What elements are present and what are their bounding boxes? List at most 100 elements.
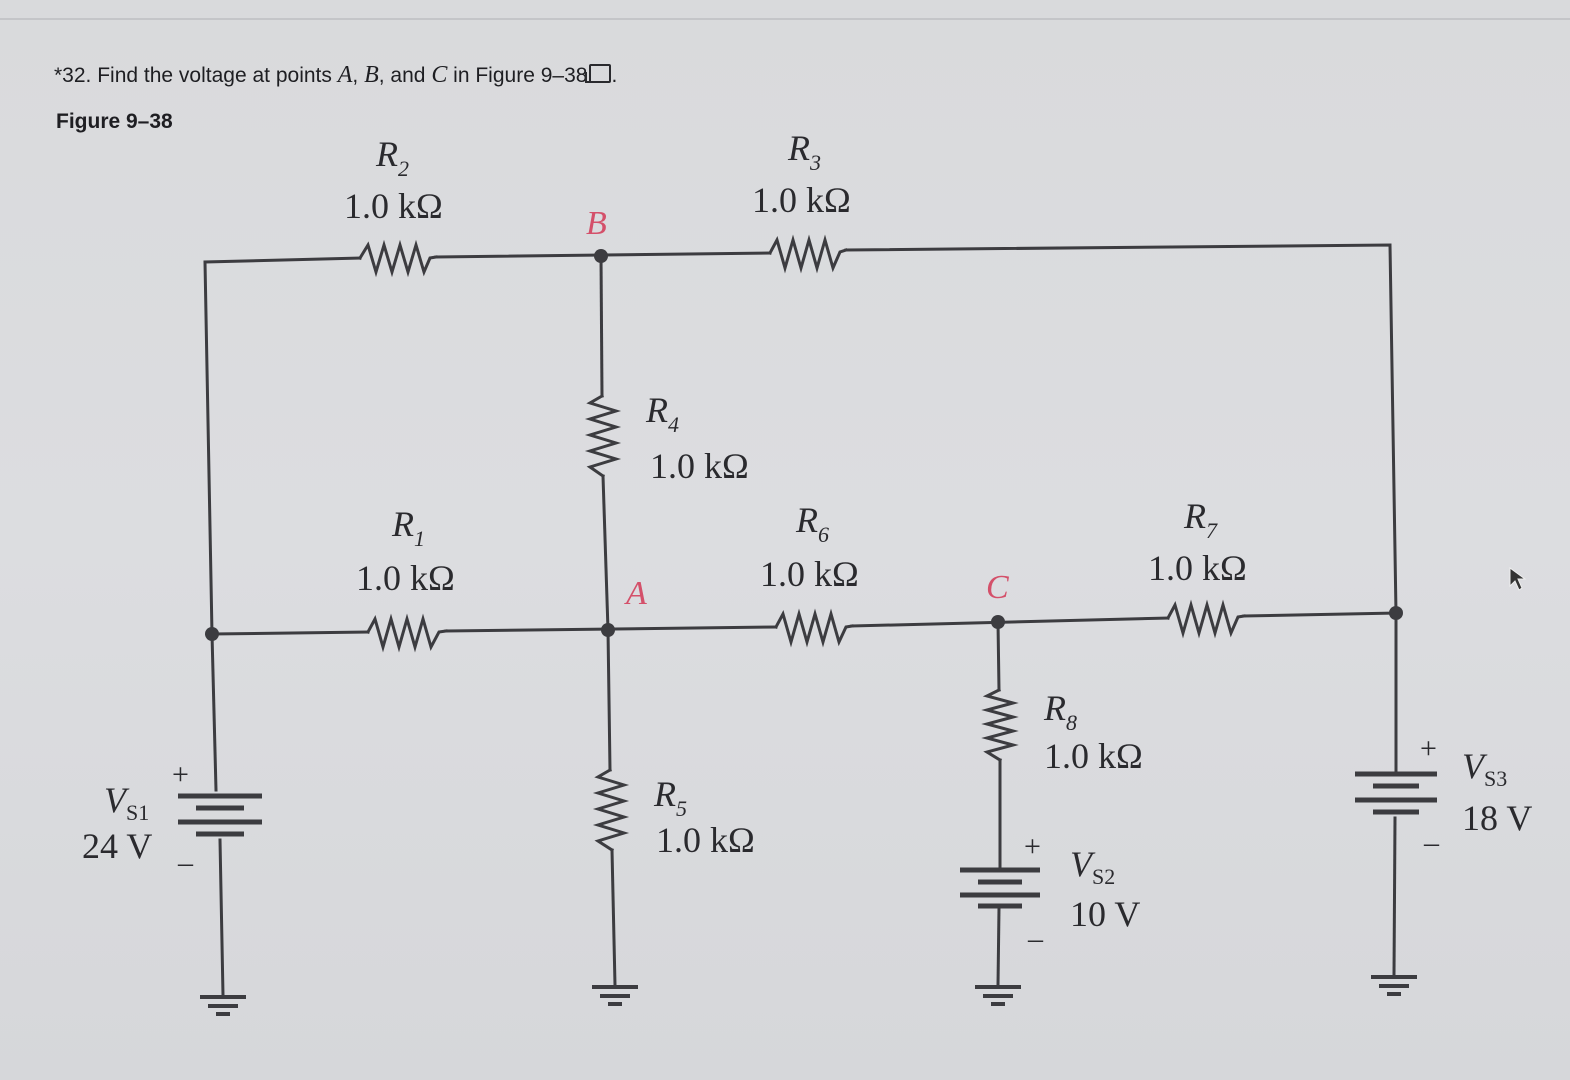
vs2-minus: – xyxy=(1027,922,1044,955)
vs2-value: 10 V xyxy=(1070,894,1140,934)
r3-subscript: 3 xyxy=(809,150,821,175)
junction-a xyxy=(601,623,615,637)
svg-text:R1: R1 xyxy=(391,504,425,551)
wire-r5-to-ground xyxy=(610,848,617,987)
r8-label: R8 1.0 kΩ xyxy=(1043,688,1143,776)
r3-label: R3 1.0 kΩ xyxy=(752,128,851,220)
svg-text:R8: R8 xyxy=(1043,688,1077,735)
r2-value: 1.0 kΩ xyxy=(344,186,443,226)
node-label-c: C xyxy=(986,569,1009,606)
question-text: *32. Find the voltage at points A, B, an… xyxy=(54,62,617,89)
resistor-r3-symbol xyxy=(767,234,848,274)
wire-vs2-bottom xyxy=(996,906,1001,987)
r8-value: 1.0 kΩ xyxy=(1044,736,1143,776)
r5-value: 1.0 kΩ xyxy=(656,820,755,860)
r1-name: R xyxy=(391,504,414,544)
question-point-b: B xyxy=(364,62,379,88)
vs2-plus: + xyxy=(1024,830,1041,863)
r5-subscript: 5 xyxy=(676,796,687,821)
svg-text:VS2: VS2 xyxy=(1070,844,1115,889)
vs2-name: V xyxy=(1070,844,1096,884)
svg-text:VS3: VS3 xyxy=(1462,746,1507,791)
junction-c xyxy=(991,615,1005,629)
resistor-r6-symbol xyxy=(773,608,854,648)
ground-vs3-icon xyxy=(1371,975,1417,996)
wire-r3-to-right xyxy=(844,243,1398,615)
wire-b-to-r4 xyxy=(599,254,604,398)
vs3-label: VS3 18 V + – xyxy=(1420,732,1532,859)
wire-vs1-top xyxy=(210,632,218,792)
wire-r4-to-a xyxy=(601,474,610,632)
question-point-a: A xyxy=(337,62,353,88)
node-label-a: A xyxy=(624,575,647,612)
svg-text:R6: R6 xyxy=(795,500,829,547)
wire-r6-to-r7 xyxy=(850,616,1170,628)
r6-subscript: 6 xyxy=(818,522,829,547)
r6-label: R6 1.0 kΩ xyxy=(760,500,859,594)
r2-name: R xyxy=(375,134,398,174)
r7-name: R xyxy=(1183,496,1206,536)
r7-label: R7 1.0 kΩ xyxy=(1148,496,1247,588)
ground-r5-icon xyxy=(592,985,638,1006)
resistor-r8-symbol xyxy=(981,687,1019,763)
question-point-c: C xyxy=(431,62,448,88)
r4-subscript: 4 xyxy=(668,412,679,437)
battery-vs3-symbol xyxy=(1355,771,1437,815)
vs1-value: 24 V xyxy=(82,826,152,866)
r1-value: 1.0 kΩ xyxy=(356,558,455,598)
r8-subscript: 8 xyxy=(1066,710,1077,735)
open-figure-icon[interactable] xyxy=(585,64,612,83)
ground-vs2-icon xyxy=(975,985,1021,1006)
question-separator: , xyxy=(352,64,359,87)
r6-value: 1.0 kΩ xyxy=(760,554,859,594)
vs3-name: V xyxy=(1462,746,1488,786)
r8-name: R xyxy=(1043,688,1066,728)
question-number: *32. xyxy=(54,64,92,87)
figure-label: Figure 9–38 xyxy=(56,110,173,133)
vs2-subscript: S2 xyxy=(1092,864,1115,889)
r3-name: R xyxy=(787,128,810,168)
vs1-label: VS1 24 V + – xyxy=(82,758,194,879)
r1-subscript: 1 xyxy=(414,526,425,551)
vs2-label: VS2 10 V + – xyxy=(1024,830,1140,955)
vs3-subscript: S3 xyxy=(1484,766,1507,791)
r2-label: R2 1.0 kΩ xyxy=(344,134,443,226)
vs3-value: 18 V xyxy=(1462,798,1532,838)
junction-right xyxy=(1389,606,1403,620)
junction-b xyxy=(594,249,608,263)
wire-vs3-bottom xyxy=(1392,816,1397,977)
vs1-plus: + xyxy=(172,758,189,791)
ground-vs1-icon xyxy=(200,995,246,1016)
resistor-r4-symbol xyxy=(584,393,622,479)
r4-name: R xyxy=(645,390,668,430)
r2-subscript: 2 xyxy=(398,156,409,181)
r4-value: 1.0 kΩ xyxy=(650,446,749,486)
r5-name: R xyxy=(653,774,676,814)
svg-text:VS1: VS1 xyxy=(104,780,149,825)
battery-vs1-symbol xyxy=(178,793,262,837)
r7-value: 1.0 kΩ xyxy=(1148,548,1247,588)
wire-vs1-bottom xyxy=(218,838,225,997)
node-label-b: B xyxy=(586,205,607,242)
vs3-minus: – xyxy=(1423,826,1440,859)
resistor-r5-symbol xyxy=(592,767,630,853)
svg-text:R5: R5 xyxy=(653,774,687,821)
vs3-plus: + xyxy=(1420,732,1437,765)
wire-r7-to-right xyxy=(1242,611,1398,618)
wire-a-to-r5 xyxy=(606,628,612,772)
wire-vs1-to-r1 xyxy=(210,630,370,636)
battery-vs2-symbol xyxy=(960,867,1040,909)
r1-label: R1 1.0 kΩ xyxy=(356,504,455,598)
svg-text:R3: R3 xyxy=(787,128,821,175)
r6-name: R xyxy=(795,500,818,540)
junction-vs1 xyxy=(205,627,219,641)
resistor-r1-symbol xyxy=(365,613,448,653)
r7-subscript: 7 xyxy=(1206,518,1218,543)
vs1-name: V xyxy=(104,780,130,820)
mouse-cursor-icon xyxy=(1509,567,1527,591)
r4-label: R4 1.0 kΩ xyxy=(645,390,749,486)
page-divider xyxy=(0,18,1570,20)
question-end: . xyxy=(611,64,618,87)
question-separator: , and xyxy=(378,64,426,87)
